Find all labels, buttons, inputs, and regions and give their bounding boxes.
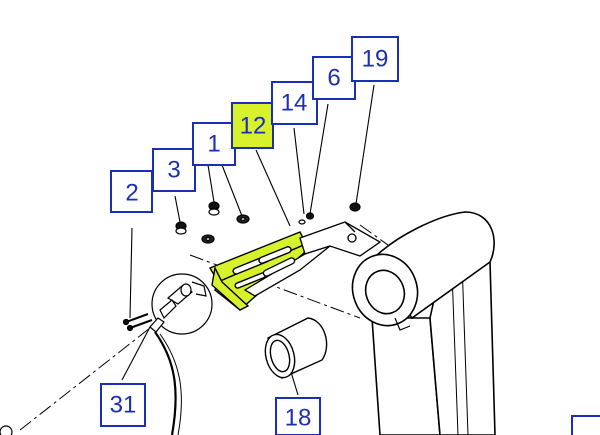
washer-hole [240,217,246,222]
callout-18-box [275,397,321,435]
callout-6[interactable]: 6 [312,56,356,100]
sensor-connector [149,317,165,333]
frame-tube [351,211,496,435]
callout-14-label: 14 [281,90,308,117]
mounting-plate-arm [299,221,382,257]
callouts: 2 3 1 12 14 6 19 31 [100,36,600,435]
washer-3-hole [205,237,211,242]
bracket-slot-2 [258,246,292,264]
sensor-head [180,283,192,297]
callout-2[interactable]: 2 [110,170,153,213]
nut-part-19 [349,202,361,212]
leader-3 [174,195,181,223]
mounting-plate-slot [262,257,296,277]
callout-3[interactable]: 3 [152,148,196,192]
callout-18[interactable]: 18 [275,397,321,435]
leader-lines [121,84,375,396]
callout-12[interactable]: 12 [231,102,274,149]
sensor-mount [159,299,177,320]
callout-14-box [271,81,318,125]
callout-offscreen-box [571,415,600,435]
frame-tube-bore [364,269,406,315]
mounting-plate-hole [347,233,357,243]
callout-6-box [312,56,356,100]
detail-circle [151,273,213,335]
callout-31-label: 31 [110,392,137,419]
callout-14[interactable]: 14 [271,81,318,125]
leader-2 [129,227,133,319]
callout-1[interactable]: 1 [192,122,236,166]
callout-12-label: 12 [240,113,267,140]
callout-19-label: 19 [362,46,389,73]
leader-6 [309,103,329,215]
callout-19[interactable]: 19 [351,36,399,82]
callout-2-label: 2 [125,180,138,207]
bracket-end-tab [211,265,250,311]
sensor-clip [191,281,207,297]
callout-3-box [152,148,196,192]
callout-18-label: 18 [285,405,312,432]
nut-part-6 [305,212,315,220]
callout-19-box [351,36,399,82]
sensor-cable-edge [159,333,182,435]
bushing-part-18 [264,317,328,379]
callout-3-label: 3 [167,157,180,184]
centerline-lower-left [19,327,151,431]
bushing-bore [269,339,291,373]
leader-1b [221,164,243,217]
callout-31-box [100,383,146,427]
frame-edge-line-2 [451,271,459,435]
frame-weld [394,317,411,331]
mounting-plate-fold [344,221,356,233]
screw-part-2-b [129,319,153,329]
frame-tube-lower [371,317,441,435]
leader-1a [207,164,215,203]
callout-1-box [192,122,236,166]
mounting-plate [243,221,382,297]
callout-12-box [231,102,274,149]
nut-part-1-base [208,208,220,216]
center-lines [19,224,396,431]
leader-14 [293,127,305,215]
nut-part-3-base [175,227,187,235]
leader-31 [121,326,151,381]
stray-circle [0,425,13,435]
screw-head-a [122,318,130,326]
screw-part-2-a [125,313,149,323]
fasteners [122,201,361,332]
sensor-cable [154,331,177,435]
screw-head-b [126,324,134,332]
bracket-part-12 [208,231,307,311]
washer-part-14 [298,219,306,225]
frame-edge-line [461,261,469,435]
leader-12 [255,149,291,227]
callout-2-box [110,170,153,213]
callout-1-label: 1 [207,131,220,158]
callout-31[interactable]: 31 [100,383,146,427]
sensor-assembly [149,273,213,435]
leader-19 [355,84,375,205]
callout-6-label: 6 [327,65,340,92]
